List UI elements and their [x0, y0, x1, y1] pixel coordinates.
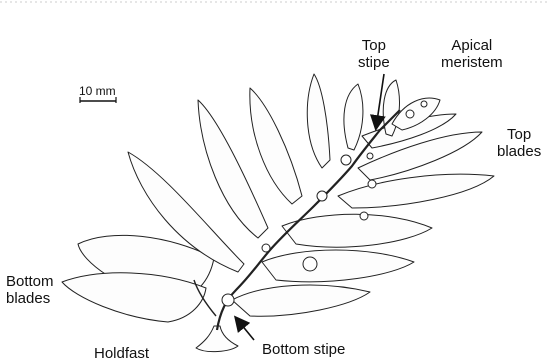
blade-right-1: [338, 174, 494, 208]
bottom-stipe-label: Bottom stipe: [262, 341, 345, 358]
blade-top-1: [344, 84, 363, 150]
top-stipe-label-line2: stipe: [358, 54, 390, 71]
apical-meristem-label: Apical meristem: [441, 37, 503, 71]
top-stipe-label: Top stipe: [358, 37, 390, 71]
bottom-blades-label-line1: Bottom: [6, 273, 54, 290]
air-bladder-8: [367, 153, 373, 159]
air-bladder-10: [421, 101, 427, 107]
blade-upper-left-3: [250, 88, 302, 204]
scale-bar-label: 10 mm: [79, 84, 116, 98]
blade-upper-mid: [307, 74, 330, 168]
top-blades-label: Top blades: [497, 126, 541, 160]
air-bladder-5: [360, 212, 368, 220]
holdfast-label: Holdfast: [94, 345, 149, 362]
top-stipe-arrow: [376, 74, 384, 128]
air-bladder-4: [317, 191, 327, 201]
blade-lower-right-2: [282, 214, 432, 247]
top-blades-label-line2: blades: [497, 143, 541, 160]
air-bladder-6: [368, 180, 376, 188]
apical-meristem-label-line2: meristem: [441, 54, 503, 71]
air-bladder-1: [222, 294, 234, 306]
apical-meristem-label-line1: Apical: [441, 37, 503, 54]
bottom-blades-label-line2: blades: [6, 290, 54, 307]
top-blades-label-line1: Top: [497, 126, 541, 143]
air-bladder-2: [303, 257, 317, 271]
top-stipe-label-line1: Top: [358, 37, 390, 54]
bottom-blades-label: Bottom blades: [6, 273, 54, 307]
air-bladder-7: [341, 155, 351, 165]
bottom-stipe-arrow: [236, 318, 254, 340]
air-bladder-3: [262, 244, 270, 252]
blade-lower-mid: [232, 285, 370, 316]
air-bladder-9: [406, 110, 414, 118]
blade-lower-right-1: [262, 250, 414, 282]
